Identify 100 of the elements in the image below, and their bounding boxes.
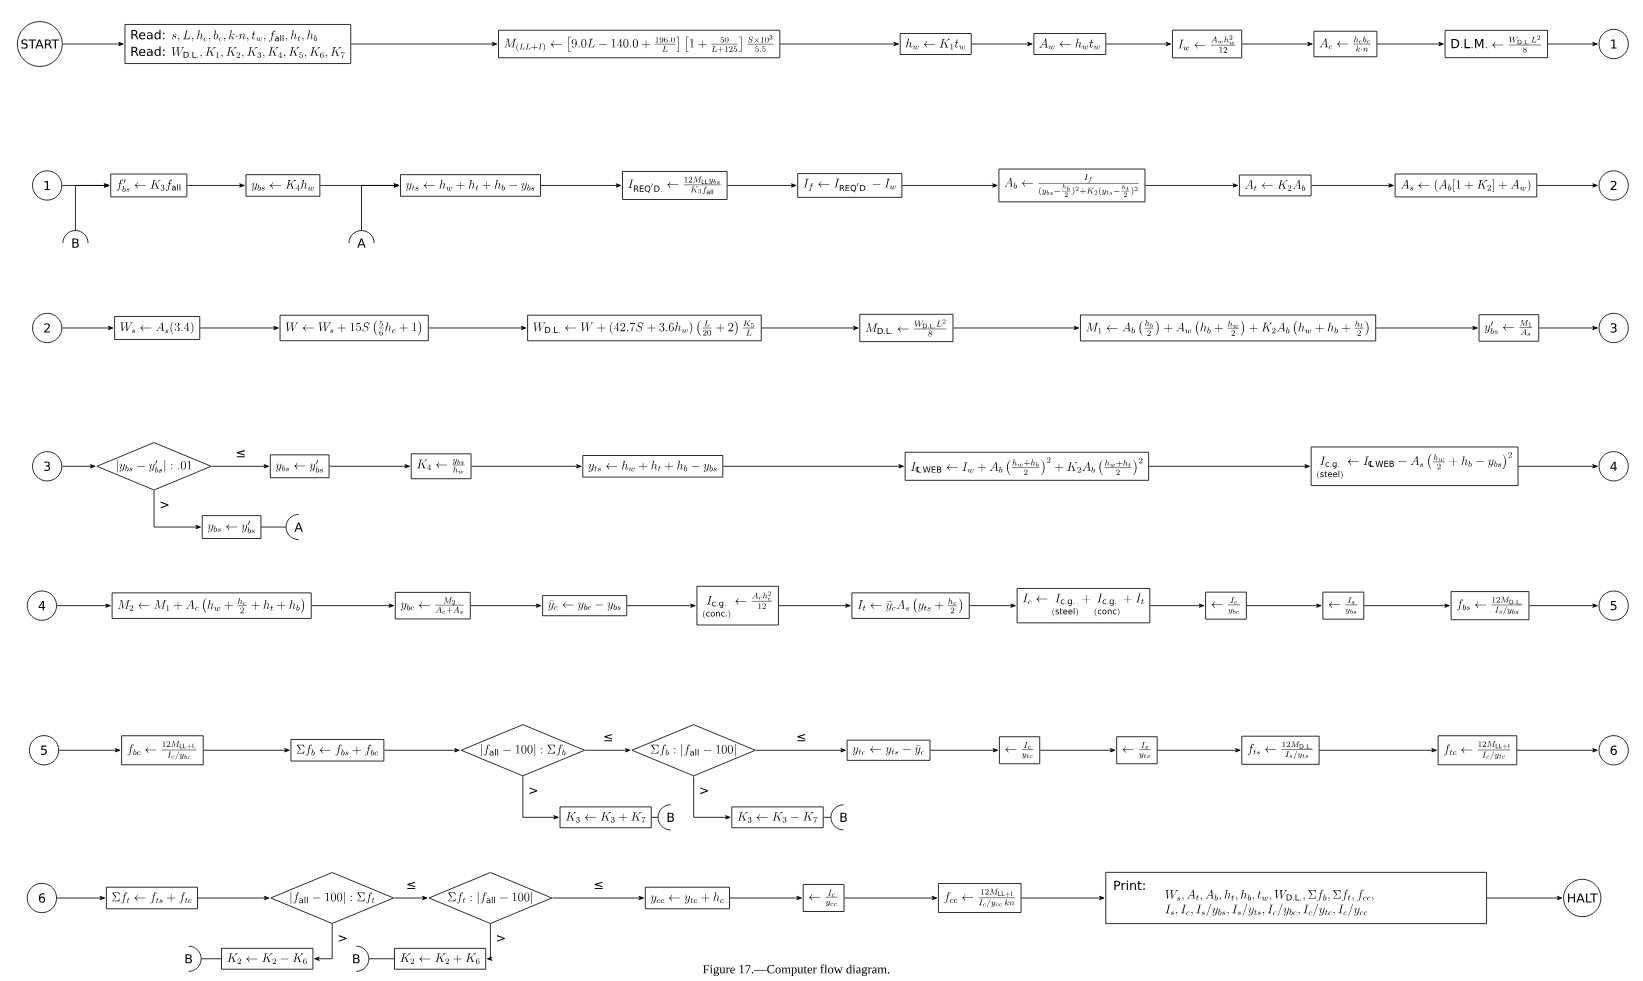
connector-line	[823, 817, 832, 818]
process-box: $\leftarrow \frac{I_c}{y_{tc}}$	[998, 736, 1041, 765]
arrow	[1375, 325, 1478, 331]
arrow	[1246, 603, 1322, 608]
arrow	[522, 776, 559, 820]
process-box: $\text{Read: } s, L, h_c, b_c, k{\cdot}n, t_w, f_{\mathrm{all}}, h_t, h_b$ $\text{Read: } W_{\mathrm{D.L.}}, K_1, K_2, K_3, K_4, K_5, K_6, K_7$	[124, 24, 352, 65]
arrow	[1021, 896, 1105, 901]
edge-label: >	[158, 500, 171, 511]
process-box: $K_2 \leftarrow K_2 - K_6$	[221, 948, 314, 970]
arrow	[1319, 748, 1437, 753]
off-page-connector: B	[353, 945, 370, 972]
process-box: $M_{\mathrm{D.L.}} \leftarrow \frac{W_{\mathrm{D.L.}} L^2}{8}$	[859, 314, 954, 343]
process-box: $I_w \leftarrow \frac{A_w h_w^2}{12}$	[1172, 29, 1243, 59]
process-box: $I_t \leftarrow \bar{y}_c A_s\left(y_{ts} + \frac{h_c}{2}\right)$	[851, 592, 970, 619]
arrow	[1376, 42, 1444, 47]
arrow	[58, 748, 121, 753]
process-box: $M_1 \leftarrow A_b\left(\frac{h_b}{2}\right) + A_w\left(h_b + \frac{h_w}{2}\right) + K_2 A_b\left(h_w + h_b + \frac{h_t}{2}\right)$	[1080, 314, 1377, 342]
arrow	[722, 464, 904, 469]
caption: Figure 17.—Computer flow diagram.	[702, 964, 890, 977]
edge-label: ≤	[405, 880, 418, 891]
process-box: $y_{ts} \leftarrow h_w + h_t + h_b - y_{bs}$	[582, 455, 724, 478]
connector-line	[651, 817, 659, 818]
arrow	[1311, 183, 1394, 188]
arrow	[551, 896, 645, 901]
process-box: $\leftarrow \frac{I_s}{y_{ts}}$	[1116, 736, 1158, 765]
edge-label: ≤	[602, 733, 615, 743]
process-box: $h_w \leftarrow K_1 t_w$	[899, 33, 972, 56]
connector-line	[368, 958, 395, 960]
process-box: $I_{\text{℄}\,\mathrm{WEB}} \leftarrow I_w + A_b\left(\frac{h_w+h_b}{2}\right)^2 + K_2 A_b\left(\frac{h_w+h_t}{2}\right)^2$	[904, 451, 1150, 481]
process-box: $\Sigma f_t \leftarrow f_{ts} + f_{tc}$	[105, 886, 198, 910]
arrow	[1538, 325, 1598, 331]
arrow	[729, 896, 802, 901]
process-box: $f_{ts} \leftarrow \frac{12 M_{\mathrm{D.L.}}}{I_s/y_{ts}}$	[1241, 735, 1320, 765]
arrow	[197, 896, 270, 901]
arrow	[350, 42, 498, 47]
arrow	[153, 490, 201, 530]
off-page-connector: B	[62, 230, 89, 248]
arrow	[1547, 42, 1598, 47]
arrow	[393, 896, 428, 901]
process-box: $f'_{bs} \leftarrow K_3 f_{\mathrm{all}}$	[110, 173, 188, 198]
off-page-connector: B	[185, 945, 202, 972]
arrow	[1363, 603, 1450, 608]
process-box: $M_{(LL+I)} \leftarrow \left[9.0L-140.0+\frac{196.0}{L}\right]\left[1+\frac{50}{L+125}\right]\frac{S\times 10^3}{5.5}$	[498, 29, 781, 59]
process-box: $\leftarrow \frac{I_c}{y_{bc}}$	[1205, 591, 1247, 620]
process-box: $\leftarrow \frac{I_c}{y_{cc}}$	[802, 884, 845, 913]
arrow	[61, 464, 96, 469]
arrow	[584, 748, 631, 753]
arrow	[1241, 42, 1313, 47]
arrow	[383, 748, 460, 753]
arrow	[186, 183, 245, 188]
arrow	[779, 42, 899, 47]
arrow	[930, 748, 999, 753]
arrow	[1518, 464, 1598, 469]
process-box: $\underset{(\mathrm{steel})}{I_{\mathrm{c.g.}}} \leftarrow I_{\text{℄}\,\mathrm{WEB}} - A_s\left(\frac{h_w}{2} + h_b - y_{bs}\right)^2$	[1310, 446, 1519, 487]
arrow	[1536, 183, 1598, 188]
arrow	[1149, 603, 1205, 608]
process-box: $y_{cc} \leftarrow y_{tc} + h_c$	[644, 886, 730, 910]
arrow	[1148, 464, 1310, 469]
arrow	[75, 183, 110, 231]
process-box: $A_w \leftarrow h_w t_w$	[1033, 33, 1107, 56]
process-box: $I_{\mathrm{REQ'D.}} \leftarrow \frac{12 M_{\mathrm{LL}} y_{bs}}{K_3 f_{\mathrm{all}}}$	[622, 171, 728, 200]
arrow	[1157, 748, 1241, 753]
edge-label: ≤	[234, 449, 248, 459]
arrow	[470, 603, 542, 608]
process-box: $A_t \leftarrow K_2 A_b$	[1238, 174, 1312, 197]
process-box: $K_3 \leftarrow K_3 - K_7$	[731, 806, 824, 829]
process-box: $K_3 \leftarrow K_3 + K_7$	[559, 806, 652, 829]
process-box: $y_{bs} \leftarrow y'_{bs}$	[269, 454, 330, 479]
arrow	[1039, 748, 1116, 753]
arrow	[61, 325, 114, 331]
process-box: $y'_{bs} \leftarrow \frac{M_1}{A_s}$	[1478, 314, 1540, 342]
process-box: $A_b \leftarrow \frac{I_f}{(y_{bs}-\frac{h_b}{2})^2 + K_2(y_{ts}-\frac{h_t}{2})^2}$	[998, 168, 1146, 203]
process-box: $K_2 \leftarrow K_2 + K_6$	[394, 948, 487, 970]
process-box: $W_{\mathrm{D.L.}} \leftarrow W + (42.7S + 3.6h_w)\left(\frac{L}{20}+2\right)\frac{K_5}{L}$	[527, 314, 762, 342]
process-box: $y_{ts} \leftarrow h_w + h_t + h_b - y_{bs}$	[400, 174, 541, 197]
arrow	[755, 748, 846, 753]
process-box: $f_{bc} \leftarrow \frac{12 M_{\mathrm{LL+I.}}}{I_c/y_{bc}}$	[121, 735, 204, 766]
arrow	[314, 923, 333, 961]
process-box: $W_s \leftarrow A_s(3.4)$	[114, 316, 201, 340]
arrow	[62, 42, 124, 47]
process-box: $A_s \leftarrow (A_b[1+K_2] + A_w)$	[1394, 173, 1538, 198]
arrow	[901, 183, 998, 188]
arrow	[761, 325, 859, 331]
process-box: $y_{tc} \leftarrow y_{ts} - \bar{y}_c$	[846, 739, 931, 761]
connector-line	[260, 526, 287, 528]
arrow	[1105, 42, 1172, 47]
arrow	[486, 923, 493, 961]
arrow	[844, 896, 938, 901]
process-box: $\bar{y}_c \leftarrow y_{bc} - y_{bs}$	[542, 595, 628, 617]
off-page-connector: A	[348, 230, 375, 248]
arrow	[1516, 748, 1598, 753]
arrow	[540, 183, 622, 188]
process-box: $y_{bs} \leftarrow K_4 h_w$	[245, 174, 321, 197]
process-box: $A_c \leftarrow \frac{h_c b_c}{k{\cdot}n}$	[1313, 30, 1378, 58]
arrow	[1528, 603, 1598, 608]
process-box: $y_{bs} \leftarrow y'_{bs}$	[201, 515, 262, 540]
arrow	[203, 748, 290, 753]
arrow	[778, 603, 851, 608]
arrow	[471, 464, 582, 469]
arrow	[211, 464, 270, 469]
